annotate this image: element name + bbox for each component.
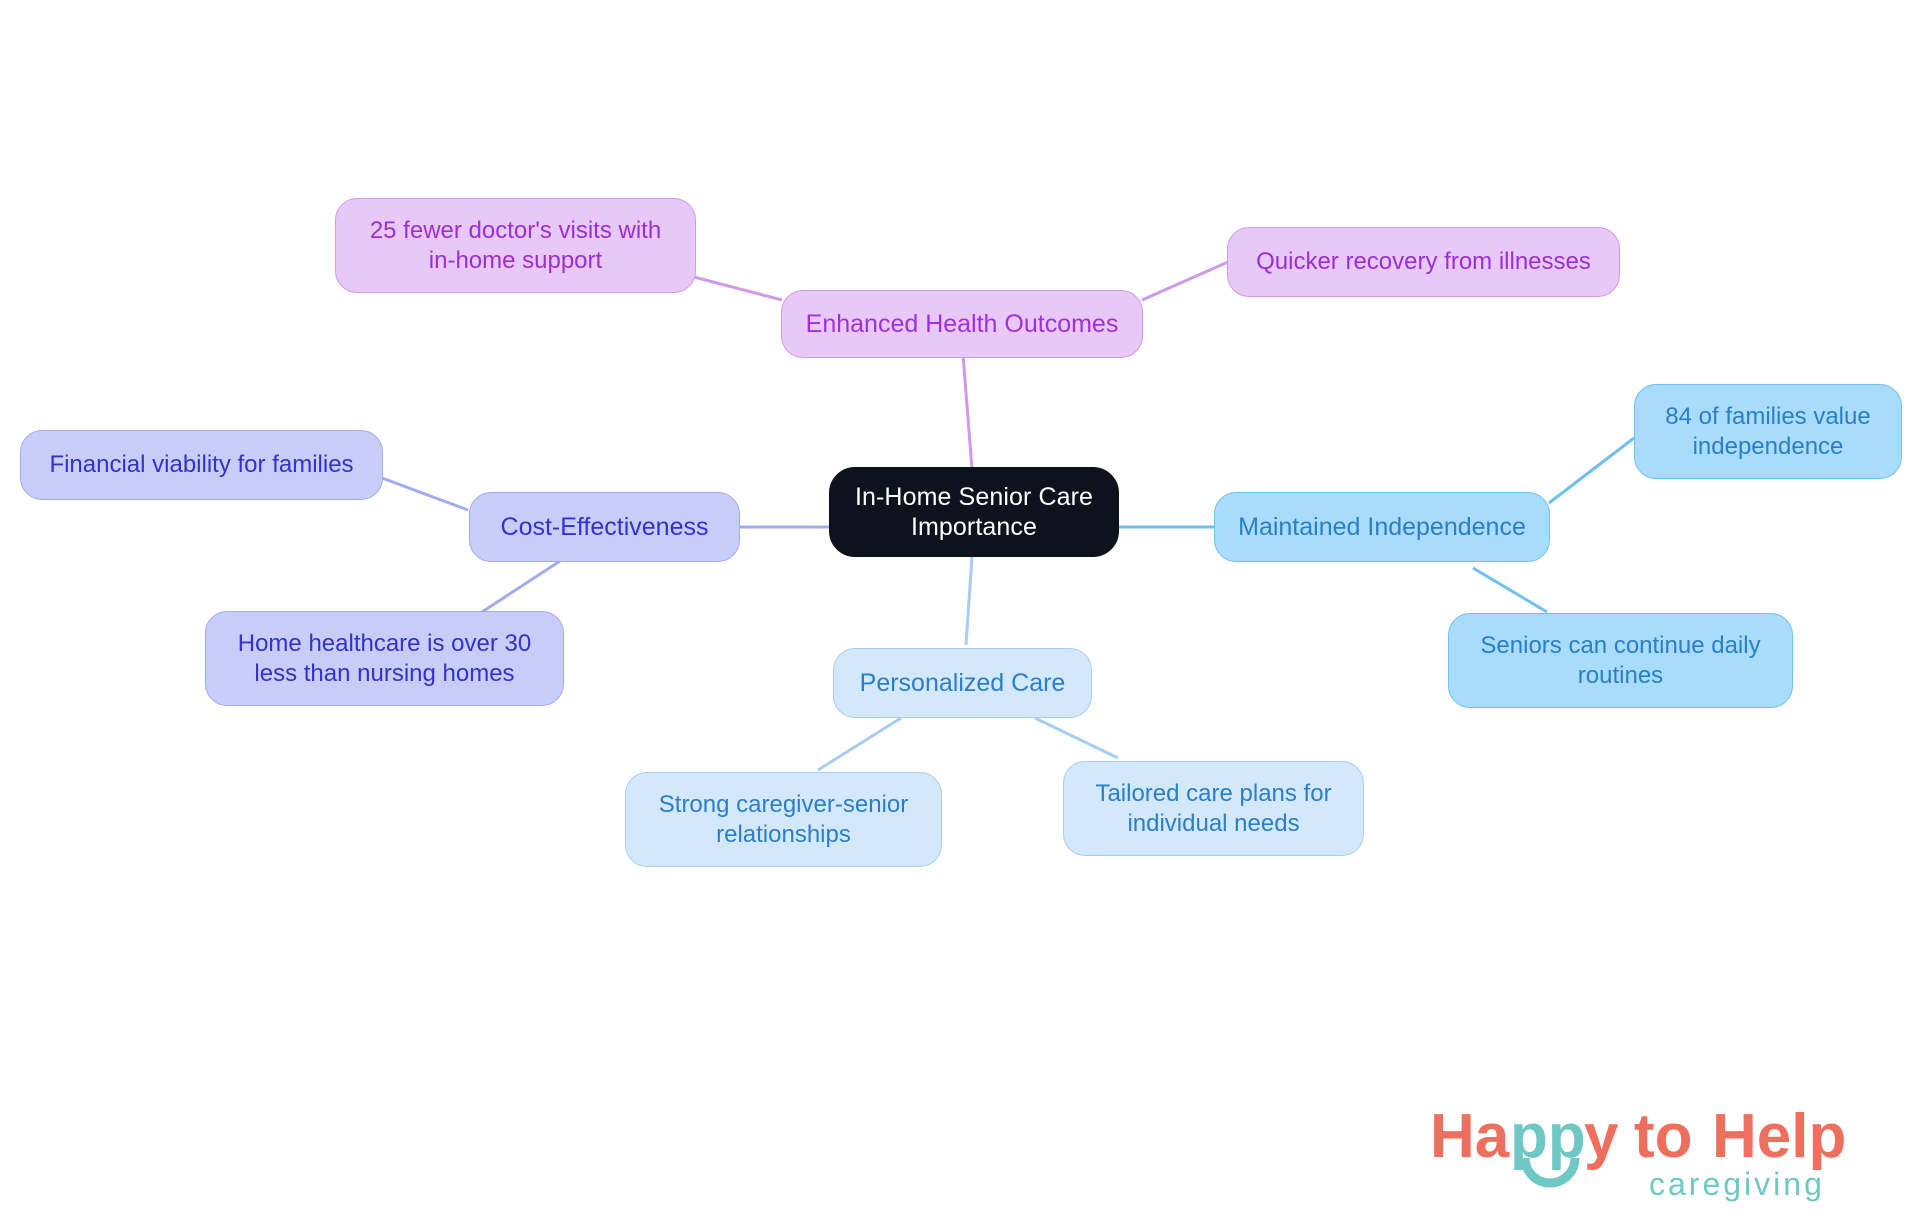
edge-personalized-child-a bbox=[817, 716, 902, 772]
edge-cost-child-b bbox=[481, 559, 561, 614]
node-leaf-caregiver-relationships[interactable]: Strong caregiver-senior relationships bbox=[625, 772, 942, 867]
edge-root-personalized bbox=[964, 556, 974, 646]
logo-happy-pp: pp bbox=[1510, 1102, 1586, 1171]
logo-happy-ha: Ha bbox=[1430, 1102, 1510, 1171]
edge-personalized-child-b bbox=[1034, 716, 1119, 760]
node-leaf-fewer-doctor-visits[interactable]: 25 fewer doctor's visits with in-home su… bbox=[335, 198, 696, 293]
node-leaf-seniors-daily-routines[interactable]: Seniors can continue daily routines bbox=[1448, 613, 1793, 708]
node-branch-enhanced-health-outcomes[interactable]: Enhanced Health Outcomes bbox=[781, 290, 1143, 358]
edge-health-child-b bbox=[1141, 260, 1229, 302]
edge-cost-child-a bbox=[381, 476, 469, 512]
node-root[interactable]: In-Home Senior Care Importance bbox=[829, 467, 1119, 557]
node-leaf-financial-viability[interactable]: Financial viability for families bbox=[20, 430, 383, 500]
node-leaf-families-value-independence[interactable]: 84 of families value independence bbox=[1634, 384, 1902, 479]
smile-icon bbox=[1520, 1157, 1580, 1188]
edge-root-health bbox=[961, 354, 974, 470]
logo-happy-y: y bbox=[1584, 1102, 1619, 1171]
node-leaf-home-healthcare-cost[interactable]: Home healthcare is over 30 less than nur… bbox=[205, 611, 564, 706]
edge-independence-child-b bbox=[1472, 566, 1548, 614]
edge-independence-child-a bbox=[1548, 436, 1635, 505]
happy-to-help-logo: Ha pp y to Help caregiving bbox=[1412, 1102, 1882, 1204]
node-leaf-tailored-care-plans[interactable]: Tailored care plans for individual needs bbox=[1063, 761, 1364, 856]
logo-artwork: Ha pp y to Help caregiving bbox=[1430, 1102, 1846, 1202]
logo-tagline: caregiving bbox=[1649, 1166, 1825, 1202]
node-leaf-quicker-recovery[interactable]: Quicker recovery from illnesses bbox=[1227, 227, 1620, 297]
node-branch-maintained-independence[interactable]: Maintained Independence bbox=[1214, 492, 1550, 562]
node-branch-personalized-care[interactable]: Personalized Care bbox=[833, 648, 1092, 718]
logo-word-help: Help bbox=[1712, 1102, 1846, 1171]
node-branch-cost-effectiveness[interactable]: Cost-Effectiveness bbox=[469, 492, 740, 562]
logo-word-to: to bbox=[1634, 1102, 1693, 1171]
edge-health-child-a bbox=[693, 275, 783, 302]
